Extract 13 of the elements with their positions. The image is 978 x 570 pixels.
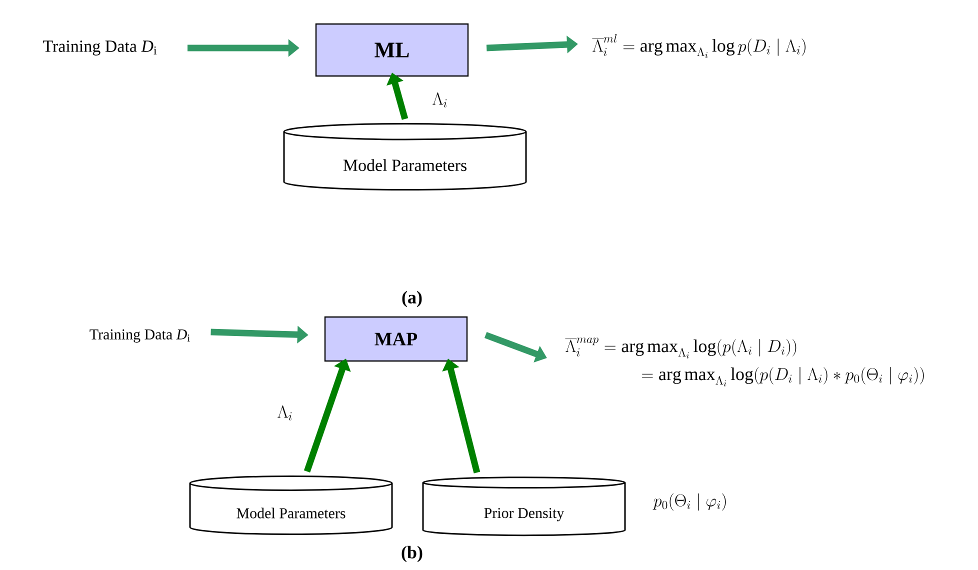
input-label: Training Data D$_{i}$	[90, 329, 190, 343]
database-cylinder: Model Parameters	[283, 123, 527, 191]
process-box: MAP	[324, 316, 468, 362]
equation: $p_0(\Theta_i \mid \varphi_i)$	[652, 493, 726, 511]
input-label: Training Data D$_{i}$	[43, 40, 157, 56]
process-box: ML	[315, 23, 469, 77]
database-cylinder: Prior Density	[422, 476, 626, 536]
edge-label: $\Lambda_i$	[278, 405, 292, 420]
equation: $\overline{\Lambda}_i^{ml} = \mathop{\mathrm{arg\,max}}_{\Lambda_i} \log p(D_i \mid \Lambda_i)$	[592, 34, 806, 58]
equation: $\overline{\Lambda}_i^{map} = \mathop{\mathrm{arg\,max}}_{\Lambda_i} \log(p(\Lambda_i \mid D_i))$ $= \mathop{\mathrm{arg\,max}}_{\Lambda_i} \log(p(D_i \mid \Lambda_i) * p_0(\Theta_i \mid \varphi_i))$	[565, 338, 924, 386]
database-cylinder: Model Parameters	[189, 476, 393, 535]
panel-label: (b)	[402, 546, 422, 562]
edge-label: $\Lambda_i$	[432, 92, 447, 108]
